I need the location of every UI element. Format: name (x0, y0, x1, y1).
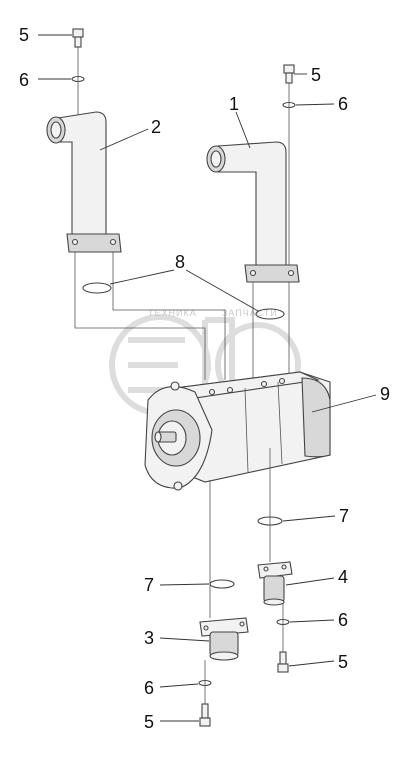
o-ring-lower-left (209, 579, 235, 589)
pump-section-seam (277, 381, 283, 465)
leader-6b (295, 103, 335, 106)
adapter-bottom (209, 651, 239, 661)
bolt-lower-right (277, 651, 289, 673)
bolt-top-left (72, 28, 84, 48)
leader-3 (159, 637, 210, 642)
leader-5c (288, 660, 335, 667)
adapter-hole (263, 566, 269, 572)
leader-6c (289, 619, 335, 623)
callout-6a: 6 (19, 70, 29, 90)
callout-1: 1 (229, 94, 239, 114)
pipe-bore (50, 121, 62, 139)
callout-9: 9 (380, 384, 390, 404)
callout-5c: 5 (338, 652, 348, 672)
bolt-shank (279, 651, 287, 665)
callout-6b: 6 (338, 94, 348, 114)
flange-hole (109, 238, 117, 246)
callout-6d: 6 (144, 678, 154, 698)
callout-5d: 5 (144, 712, 154, 732)
bolt-bottom (199, 703, 211, 727)
callout-7a: 7 (339, 506, 349, 526)
elbow-pipe-left (46, 111, 122, 253)
callout-6c: 6 (338, 610, 348, 630)
adapter-bottom (263, 598, 285, 606)
flange-hole (249, 269, 257, 277)
adapter-hole (239, 621, 245, 627)
adapter-hole (203, 625, 209, 631)
callout-8: 8 (175, 252, 185, 272)
leader-7b (159, 583, 210, 586)
o-ring-left (82, 282, 112, 294)
elbow-pipe-right (206, 141, 300, 283)
flange-hole (287, 269, 295, 277)
port-bolt-hole (260, 380, 268, 388)
pump-section-seam (244, 387, 249, 473)
callout-5a: 5 (19, 25, 29, 45)
callout-2: 2 (151, 117, 161, 137)
pipe-body (57, 111, 107, 241)
pipe-flange (244, 264, 300, 283)
flange-hole (71, 238, 79, 246)
port-bolt-hole (226, 386, 234, 394)
flange-mount-hole (170, 381, 180, 391)
bolt-head (72, 28, 84, 38)
leader-9 (311, 394, 377, 413)
callout-5b: 5 (311, 65, 321, 85)
washer-lower-right (276, 618, 290, 626)
bolt-head (199, 717, 211, 727)
leader-8-right (185, 269, 259, 312)
o-ring-right (255, 308, 285, 320)
pipe-body (217, 141, 287, 271)
callout-7b: 7 (144, 575, 154, 595)
adapter-hole (281, 564, 287, 570)
callout-4: 4 (338, 567, 348, 587)
bolt-shank (201, 703, 209, 719)
bolt-shank (285, 72, 293, 84)
bolt-top-right (283, 64, 295, 84)
pipe-bore (210, 150, 222, 168)
leader-2 (99, 128, 149, 151)
watermark-text-left: ТЕХНИКА (148, 308, 197, 318)
assembly-path-left-outer (74, 252, 206, 380)
bolt-shank (74, 36, 82, 48)
callout-3: 3 (144, 628, 154, 648)
gear-pump (144, 371, 331, 491)
watermark-text-right: ЗАПЧАСТИ (222, 308, 278, 318)
port-bolt-hole (208, 388, 216, 396)
bolt-head (277, 663, 289, 673)
pipe-flange (66, 233, 122, 253)
shaft-end (154, 431, 162, 443)
leader-7a (282, 515, 336, 522)
leader-1 (235, 111, 251, 149)
adapter-flange (199, 617, 249, 637)
washer-bottom (198, 679, 212, 687)
bolt-head (283, 64, 295, 74)
o-ring-lower-right (257, 516, 283, 526)
leader-6d (159, 683, 199, 688)
pump-end-cap (301, 377, 331, 458)
flange-mount-hole (173, 481, 183, 491)
assembly-path-left-inner (112, 252, 226, 380)
flange-adapter-right (257, 561, 293, 606)
leader-8-left (109, 269, 175, 285)
flange-adapter-left (199, 617, 249, 661)
leader-4 (285, 577, 335, 586)
port-bolt-hole (278, 377, 286, 385)
adapter-body (263, 575, 285, 603)
